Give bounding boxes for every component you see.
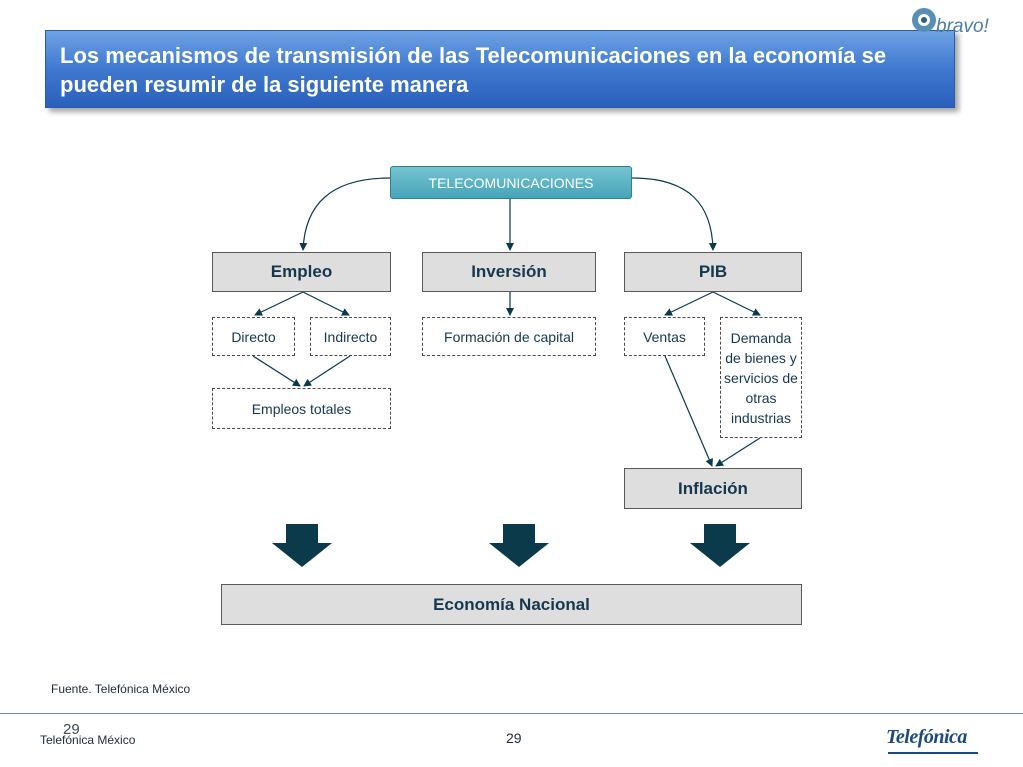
block-arrow-center	[489, 524, 549, 567]
slide-title: Los mecanismos de transmisión de las Tel…	[60, 43, 887, 97]
bravo-logo-icon	[912, 8, 936, 32]
block-arrow-left	[272, 524, 332, 567]
economia-nacional-node: Economía Nacional	[221, 584, 802, 625]
telecomunicaciones-node: TELECOMUNICACIONES	[390, 166, 632, 199]
source-note: Fuente. Telefónica México	[51, 682, 191, 696]
telefonica-logo-underline	[888, 752, 978, 754]
demanda-node: Demanda de bienes y servicios de otras i…	[720, 317, 802, 438]
pib-node: PIB	[624, 252, 802, 292]
connector-demanda-inflacion	[715, 437, 761, 467]
empleo-node: Empleo	[212, 252, 391, 292]
connector-pib-demanda	[712, 291, 761, 316]
footer-company: Telefónica México	[40, 733, 136, 747]
inflacion-node: Inflación	[624, 468, 802, 509]
ventas-node: Ventas	[624, 317, 705, 356]
directo-node: Directo	[212, 317, 295, 356]
connector-empleo-indirecto	[302, 291, 350, 316]
connector-directo-empleos	[252, 355, 301, 387]
connector-ventas-inflacion	[664, 355, 713, 467]
footer-divider	[0, 713, 1023, 714]
formacion-de-capital-node: Formación de capital	[422, 317, 596, 356]
connector-indirecto-empleos	[303, 355, 351, 387]
empleos-totales-node: Empleos totales	[212, 388, 391, 429]
telefonica-logo: Telefónica	[886, 726, 967, 748]
title-banner: Los mecanismos de transmisión de las Tel…	[45, 30, 955, 108]
connector-empleo-directo	[254, 291, 304, 316]
connector-root-pib	[631, 177, 717, 251]
page-number: 29	[506, 730, 522, 746]
inversion-node: Inversión	[422, 252, 596, 292]
footer-ghost-number: 29	[63, 721, 80, 738]
connector-root-empleo	[299, 177, 391, 251]
connector-pib-ventas	[664, 291, 714, 316]
block-arrow-right	[690, 524, 750, 567]
bravo-logo: bravo!	[910, 6, 1005, 40]
indirecto-node: Indirecto	[310, 317, 391, 356]
bravo-logo-text: bravo!	[936, 16, 989, 37]
